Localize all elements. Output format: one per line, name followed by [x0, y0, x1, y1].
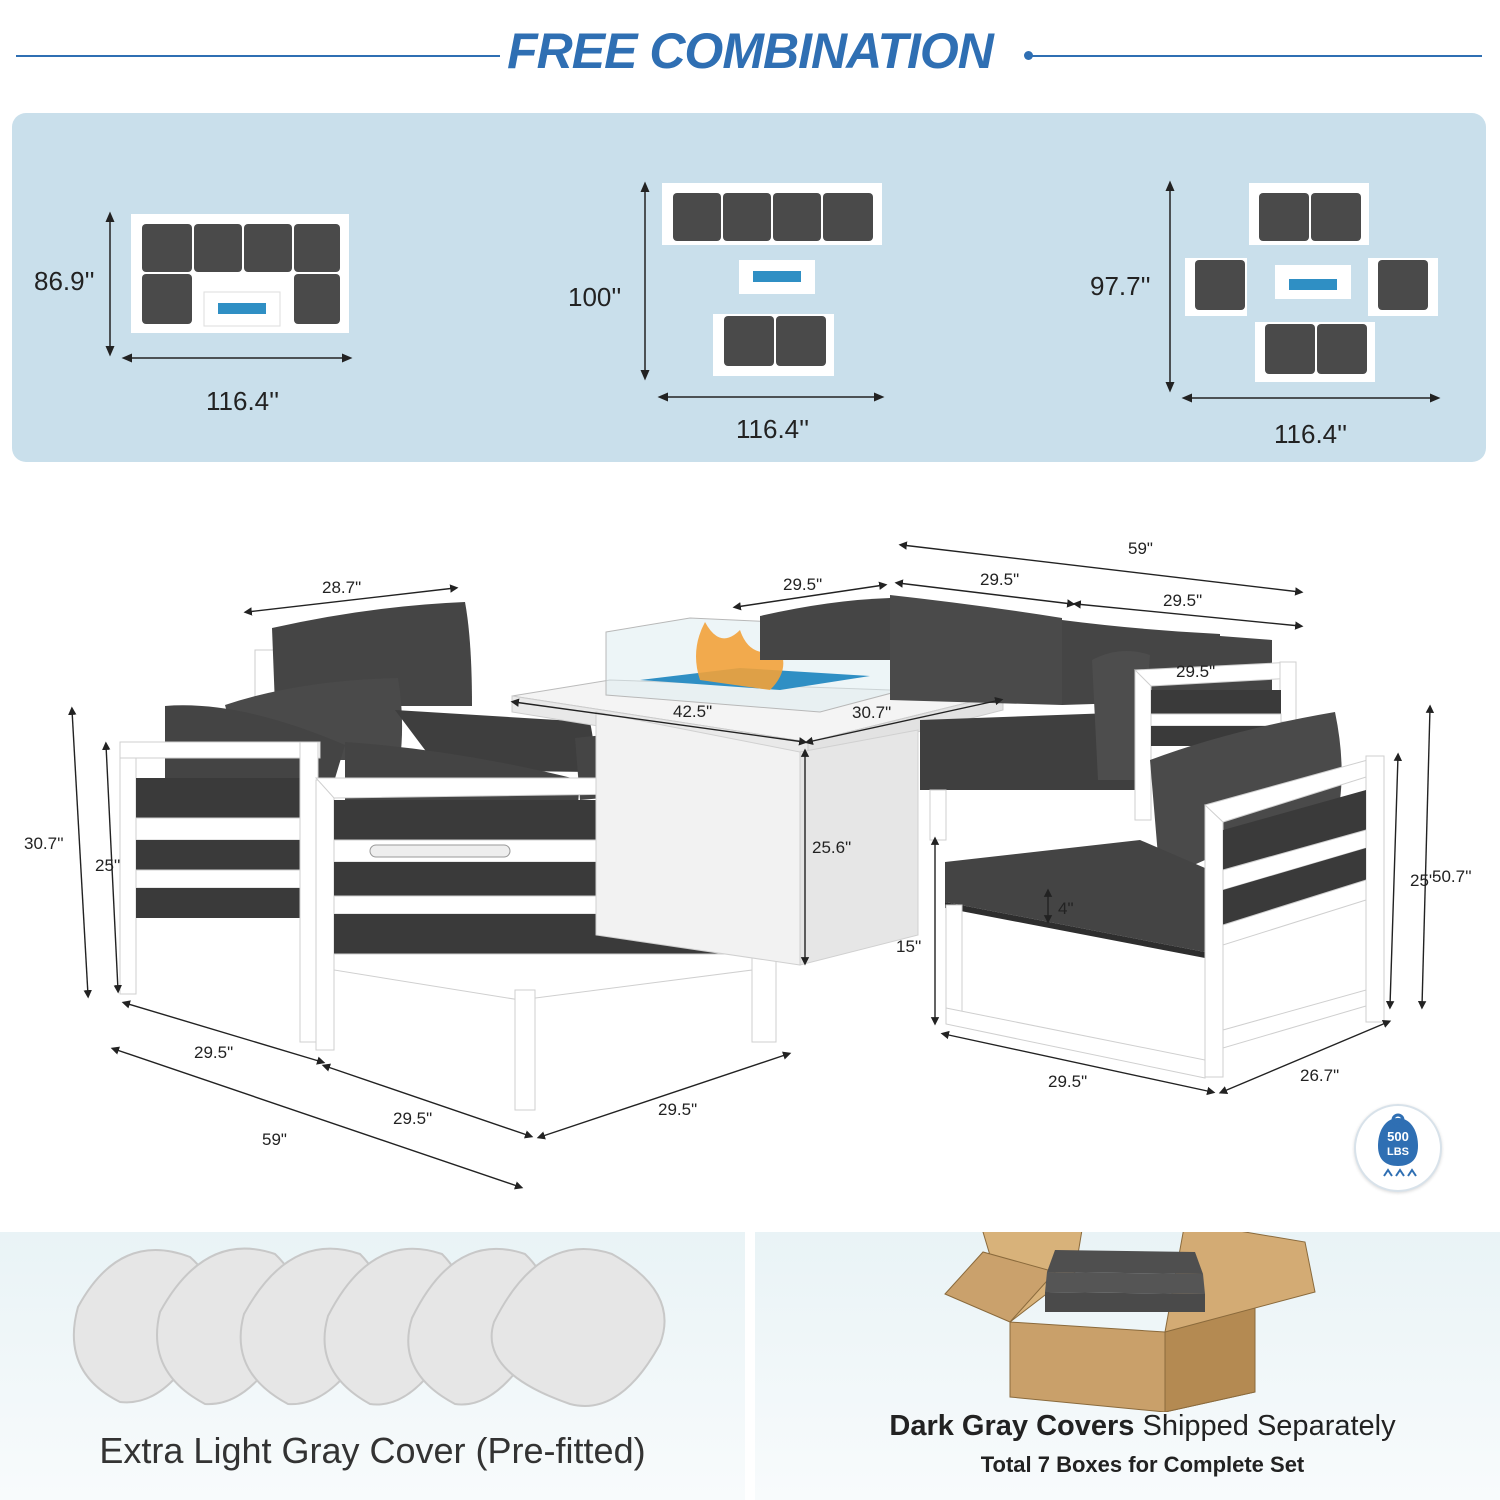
dim-table-length: 42.5" [673, 702, 712, 721]
dim-right-seat-height: 25'' [1410, 871, 1435, 890]
header-rule-right [1030, 55, 1482, 57]
dark-cover-label-rest: Shipped Separately [1134, 1410, 1396, 1442]
layout-1-height: 86.9'' [34, 266, 95, 296]
dim-bottom-left-a: 29.5" [194, 1043, 233, 1062]
weight-capacity-badge: 500 LBS [1354, 1104, 1442, 1192]
boxes-count-label: Total 7 Boxes for Complete Set [980, 1452, 1305, 1477]
layout-2-diagram [640, 181, 885, 402]
layout-2-width: 116.4'' [736, 414, 810, 444]
dim-top-d: 29.5" [1176, 662, 1215, 681]
dim-left-chair-depth: 28.7" [322, 578, 361, 597]
layout-diagrams [105, 180, 1441, 403]
shipping-box-illustration [944, 1211, 1316, 1413]
layout-3-width: 116.4'' [1274, 419, 1348, 449]
dim-table-width: 30.7" [852, 703, 891, 722]
dim-right-chair-width: 29.5" [1048, 1072, 1087, 1091]
dim-top-c: 29.5" [1163, 591, 1202, 610]
dimension-labels: 59" 29.5" 29.5" 29.5" 29.5" 28.7" 42.5" … [24, 539, 1472, 1149]
dim-left-total-height: 30.7'' [24, 834, 64, 853]
layout-3-height: 97.7'' [1090, 271, 1151, 301]
layout-2-height: 100'' [568, 282, 622, 312]
dim-top-total: 59" [1128, 539, 1153, 558]
dim-bottom-left-total: 59" [262, 1130, 287, 1149]
dark-cover-label-bold: Dark Gray Covers [889, 1410, 1135, 1442]
dim-table-height: 25.6" [812, 838, 851, 857]
light-cover-panel [0, 1232, 745, 1500]
header-dot [1024, 51, 1033, 60]
light-cushion-covers [72, 1247, 666, 1407]
dim-left-seat-height: 25'' [95, 856, 120, 875]
header-rule-left [16, 55, 500, 57]
layout-1-diagram [105, 211, 353, 363]
badge-value: 500 [1387, 1129, 1409, 1144]
dim-bottom-mid: 29.5" [658, 1100, 697, 1119]
badge-unit: LBS [1387, 1146, 1409, 1158]
front-right-chair [945, 712, 1385, 1079]
layout-3-diagram [1165, 180, 1441, 403]
dim-cushion-thickness: 4" [1058, 899, 1074, 918]
dim-right-chair-depth: 26.7" [1300, 1066, 1339, 1085]
layout-1-width: 116.4'' [206, 386, 280, 416]
dim-top-a: 29.5" [783, 575, 822, 594]
dimension-lines [68, 541, 1435, 1190]
dark-cover-panel [755, 1211, 1500, 1500]
dim-top-b: 29.5" [980, 570, 1019, 589]
weight-capacity-icon: 500 LBS [1378, 1113, 1418, 1177]
page-title: FREE COMBINATION [507, 23, 994, 79]
dim-seat-clearance: 15'' [896, 937, 921, 956]
dim-right-total-height: 50.7'' [1432, 867, 1472, 886]
dim-bottom-left-b: 29.5" [393, 1109, 432, 1128]
dark-cover-label: Dark Gray Covers Shipped Separately [755, 1410, 1500, 1443]
furniture-dimension-diagram: 59" 29.5" 29.5" 29.5" 29.5" 28.7" 42.5" … [24, 539, 1472, 1190]
light-cover-label: Extra Light Gray Cover (Pre-fitted) [99, 1430, 646, 1471]
